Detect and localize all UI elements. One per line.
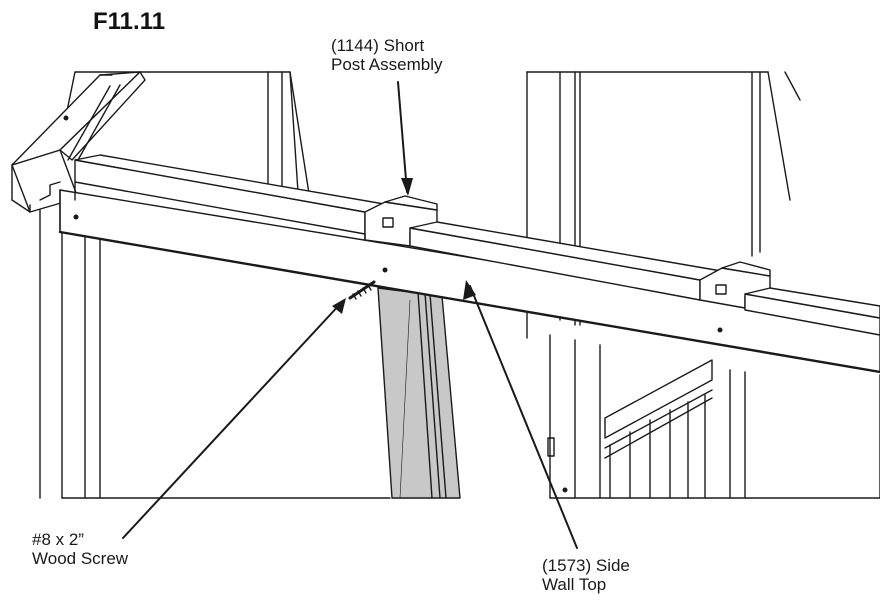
screw-callout-line1: #8 x 2” <box>32 530 84 549</box>
short-post-callout: (1144) Short Post Assembly <box>331 36 443 74</box>
right-wall-panel <box>527 72 880 498</box>
short-post-callout-line1: (1144) Short <box>331 36 425 55</box>
side-wall-top-callout-line2: Wall Top <box>542 575 607 594</box>
screw-callout-line2: Wood Screw <box>32 549 129 568</box>
figure-title: F11.11 <box>93 8 166 35</box>
top-rails <box>75 155 880 335</box>
side-wall-top-callout: (1573) Side Wall Top <box>542 556 630 594</box>
side-wall-top-callout-line1: (1573) Side <box>542 556 630 575</box>
short-post-callout-line2: Post Assembly <box>331 55 443 74</box>
screw-callout: #8 x 2” Wood Screw <box>32 530 128 568</box>
leader-arrows <box>123 82 577 548</box>
wood-screw <box>350 282 374 299</box>
center-post <box>378 288 460 498</box>
